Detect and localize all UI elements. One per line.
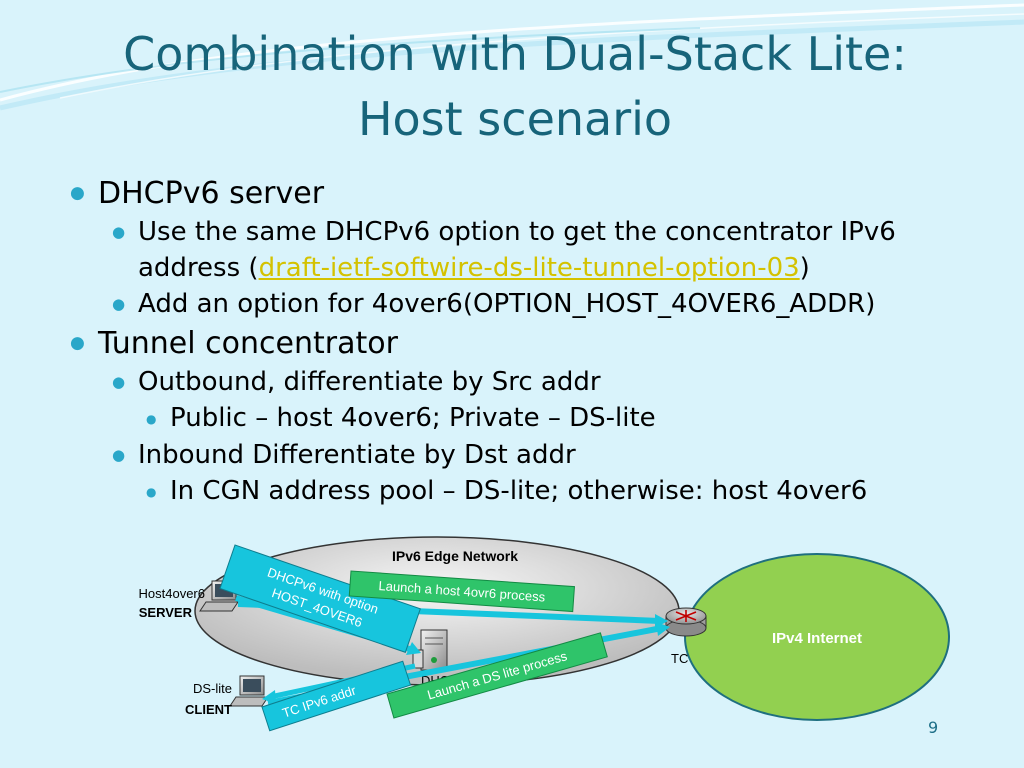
- ipv4-internet-cloud: [684, 553, 950, 721]
- bullet-outbound: Outbound, differentiate by Src addr: [68, 364, 988, 400]
- bullet-same-option: Use the same DHCPv6 option to get the co…: [68, 214, 988, 286]
- tc-label: TC: [671, 651, 688, 666]
- host4over6-server-icon: [199, 580, 239, 612]
- tunnel-concentrator-router-icon: [665, 607, 707, 637]
- bullet-inbound-detail: In CGN address pool – DS-lite; otherwise…: [68, 473, 988, 511]
- same-option-close: ): [799, 253, 810, 283]
- bullet-inbound: Inbound Differentiate by Dst addr: [68, 437, 988, 473]
- title-line-1: Combination with Dual-Stack Lite:: [123, 27, 907, 81]
- page-number: 9: [928, 718, 939, 737]
- dslite-client-icon: [229, 675, 269, 707]
- bullet-add-option: Add an option for 4over6(OPTION_HOST_4OV…: [68, 286, 988, 322]
- slide-title: Combination with Dual-Stack Lite: Host s…: [60, 26, 970, 147]
- bullet-outbound-detail: Public – host 4over6; Private – DS-lite: [68, 400, 988, 438]
- bullet-tunnel-concentrator: Tunnel concentrator: [68, 323, 988, 364]
- draft-link[interactable]: draft-ietf-softwire-ds-lite-tunnel-optio…: [258, 253, 800, 283]
- bullet-list: DHCPv6 server Use the same DHCPv6 option…: [68, 172, 988, 511]
- dslite-label: DS-lite: [193, 681, 232, 696]
- decorative-swoosh: [0, 3, 1024, 111]
- dhcpv6-server-icon: [412, 629, 448, 671]
- bullet-dhcpv6-server: DHCPv6 server: [68, 173, 988, 214]
- ipv6-edge-network-label: IPv6 Edge Network: [392, 548, 518, 564]
- host4over6-label: Host4over6: [139, 586, 205, 601]
- title-line-2: Host scenario: [357, 92, 673, 146]
- callout-launch-host-4ovr6: Launch a host 4ovr6 process: [348, 570, 575, 613]
- same-option-text: Use the same DHCPv6 option to get the co…: [138, 217, 896, 283]
- client-label: CLIENT: [185, 702, 232, 717]
- server-label: SERVER: [139, 605, 193, 620]
- ipv4-internet-label: IPv4 Internet: [772, 630, 862, 647]
